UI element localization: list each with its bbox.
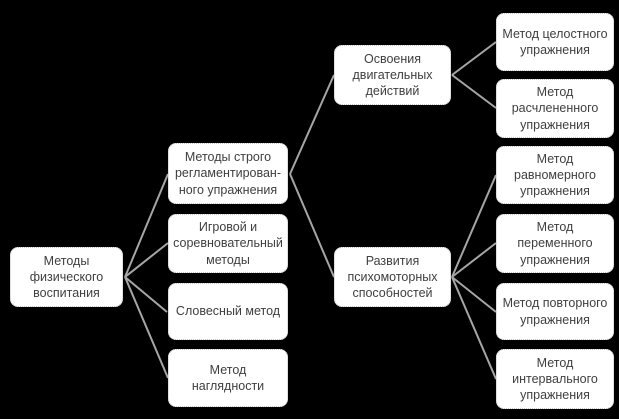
node-motor-actions-mastering: Освоения двигательных действий: [334, 45, 451, 105]
node-uniform-exercise-method: Метод равномерного упражнения: [496, 146, 614, 204]
node-repeated-exercise-method: Метод повторного упражнения: [496, 283, 614, 340]
node-verbal-method: Словесный метод: [168, 283, 288, 340]
connector-motor-actions-holistic: [451, 41, 497, 76]
connector-psychomotor-uniform: [451, 174, 497, 278]
node-game-competitive-methods: Игровой и соревновательный методы: [168, 214, 288, 273]
connector-root-strictly-regulated: [124, 173, 169, 278]
connector-strictly-regulated-motor-actions: [289, 74, 335, 175]
node-strictly-regulated-exercise-methods: Методы строго регламентирован- ного упра…: [168, 143, 288, 204]
connector-psychomotor-interval: [451, 276, 497, 380]
connector-psychomotor-repeated: [451, 276, 497, 313]
node-psychomotor-abilities-development: Развития психомоторных способностей: [334, 247, 451, 307]
connector-strictly-regulated-psychomotor: [289, 173, 335, 278]
node-root-physical-education-methods: Методы физического воспитания: [10, 247, 123, 307]
connector-root-visual: [124, 276, 169, 379]
node-visual-method: Метод наглядности: [168, 349, 288, 407]
node-dismembered-exercise-method: Метод расчлененного упражнения: [496, 79, 614, 138]
connector-psychomotor-variable: [451, 242, 497, 278]
node-variable-exercise-method: Метод переменного упражнения: [496, 214, 614, 273]
node-interval-exercise-method: Метод интервального упражнения: [496, 349, 614, 409]
connector-root-verbal: [124, 276, 168, 313]
node-holistic-exercise-method: Метод целостного упражнения: [496, 13, 614, 71]
connector-root-game-competitive: [124, 242, 169, 278]
connector-motor-actions-dismembered: [451, 74, 497, 109]
